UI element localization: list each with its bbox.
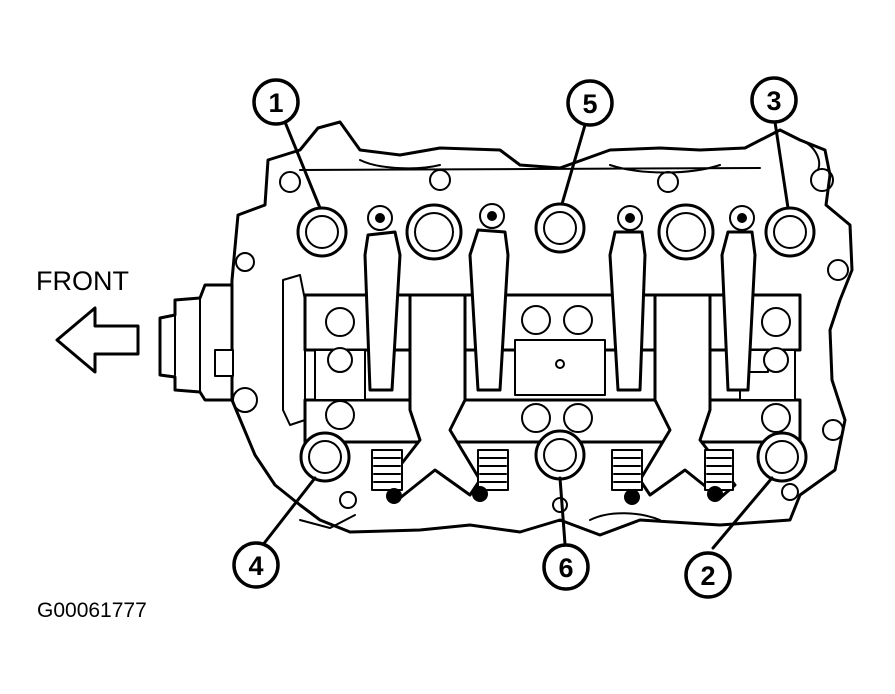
- callout-6-label: 6: [558, 553, 573, 583]
- lower-rocker-arms: [383, 293, 737, 500]
- cylinder-head-casting: [228, 120, 854, 537]
- upper-rocker-arms: [363, 203, 757, 392]
- front-label: FRONT: [36, 266, 129, 296]
- figure-code: G00061777: [37, 599, 147, 622]
- callout-2-label: 2: [700, 561, 715, 591]
- callout-4-label: 4: [248, 551, 263, 581]
- camshaft-nose: [158, 274, 306, 426]
- callout-5-label: 5: [582, 89, 597, 119]
- callout-1-label: 1: [268, 88, 283, 118]
- head-bolts: [296, 202, 816, 483]
- callout-3: 3: [750, 76, 798, 124]
- valve-plugs: [405, 203, 715, 261]
- callout-4: 4: [232, 541, 280, 589]
- valve-springs: [371, 449, 734, 505]
- callout-6: 6: [542, 543, 590, 591]
- left-arrow-icon: [55, 306, 140, 374]
- callout-1: 1: [252, 78, 300, 126]
- leader-lines: [260, 120, 790, 550]
- callout-2: 2: [684, 551, 732, 599]
- callout-3-label: 3: [766, 86, 781, 116]
- callout-5: 5: [566, 79, 614, 127]
